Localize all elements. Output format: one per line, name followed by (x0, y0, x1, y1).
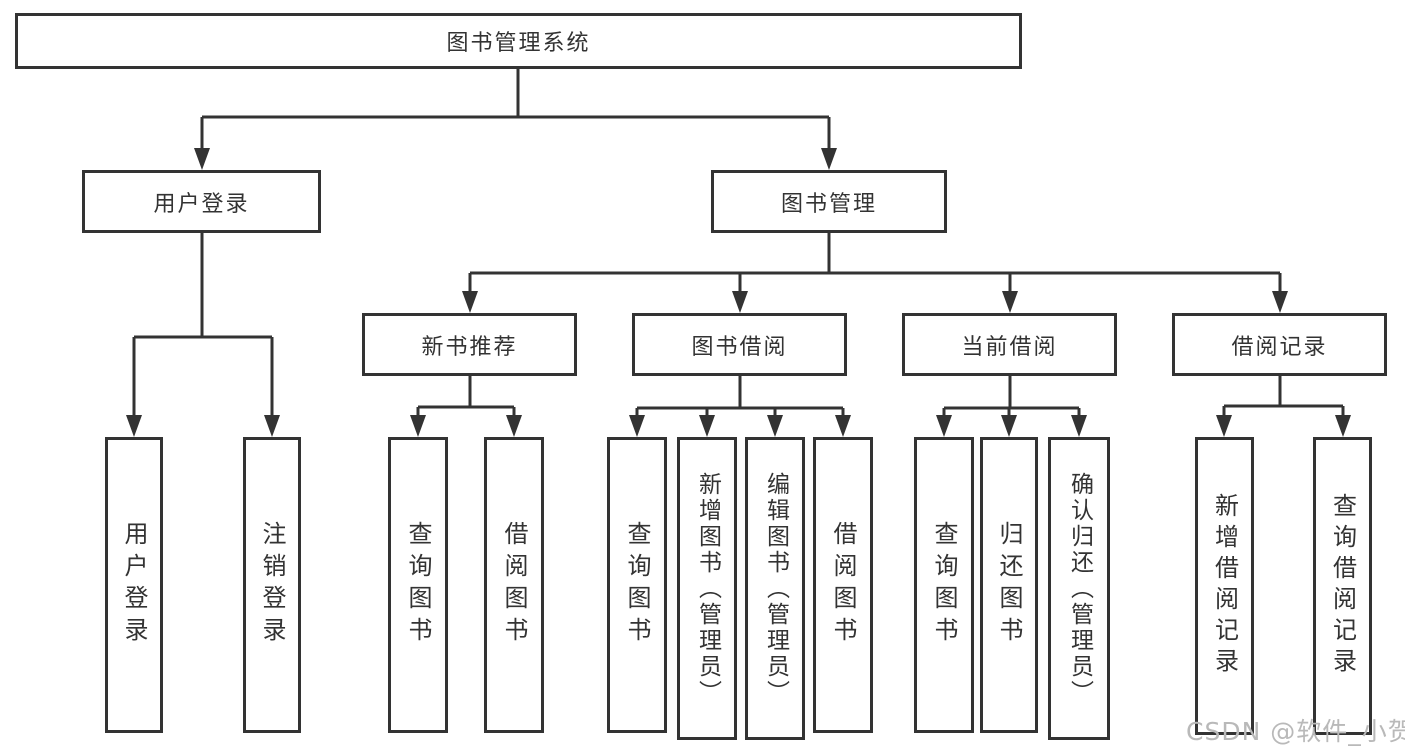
arrowheads (126, 148, 1351, 437)
leaf-edit-book-admin: 编辑图书（管理员） (745, 437, 805, 740)
leaf-query-books-recommend: 查询图书 (388, 437, 448, 733)
node-new-book-recommend: 新书推荐 (362, 313, 577, 376)
node-root: 图书管理系统 (15, 13, 1022, 69)
leaf-query-borrow-record: 查询借阅记录 (1313, 437, 1372, 735)
leaf-confirm-return-admin: 确认归还（管理员） (1048, 437, 1110, 740)
leaf-user-login: 用户登录 (105, 437, 163, 733)
leaf-borrow-book: 借阅图书 (813, 437, 873, 733)
leaf-borrow-books-recommend: 借阅图书 (484, 437, 544, 733)
node-borrow-records: 借阅记录 (1172, 313, 1387, 376)
leaf-return-book: 归还图书 (980, 437, 1038, 733)
node-book-borrow: 图书借阅 (632, 313, 847, 376)
connector-lines (132, 69, 1345, 419)
leaf-query-books-current: 查询图书 (914, 437, 974, 733)
leaf-add-book-admin: 新增图书（管理员） (677, 437, 737, 740)
node-book-management: 图书管理 (711, 170, 947, 233)
watermark: CSDN @软件_小贺同学 (1186, 717, 1405, 746)
leaf-logout: 注销登录 (243, 437, 301, 733)
leaf-add-borrow-record: 新增借阅记录 (1195, 437, 1254, 735)
node-current-borrow: 当前借阅 (902, 313, 1117, 376)
node-user-login: 用户登录 (82, 170, 321, 233)
leaf-query-books-borrow: 查询图书 (607, 437, 667, 733)
